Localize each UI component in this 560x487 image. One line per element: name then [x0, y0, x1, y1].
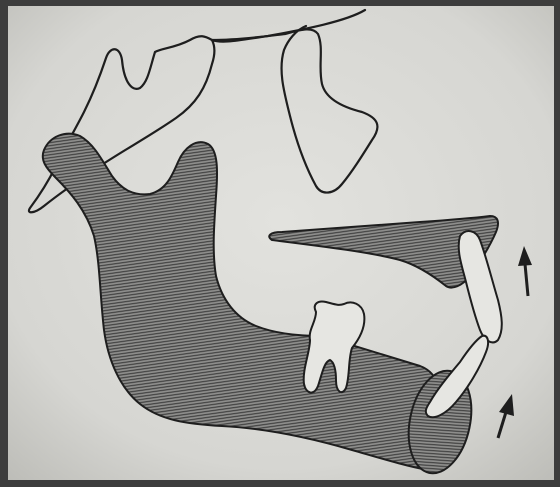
mandible-diagram — [0, 0, 560, 487]
diagram-stage — [0, 0, 560, 487]
